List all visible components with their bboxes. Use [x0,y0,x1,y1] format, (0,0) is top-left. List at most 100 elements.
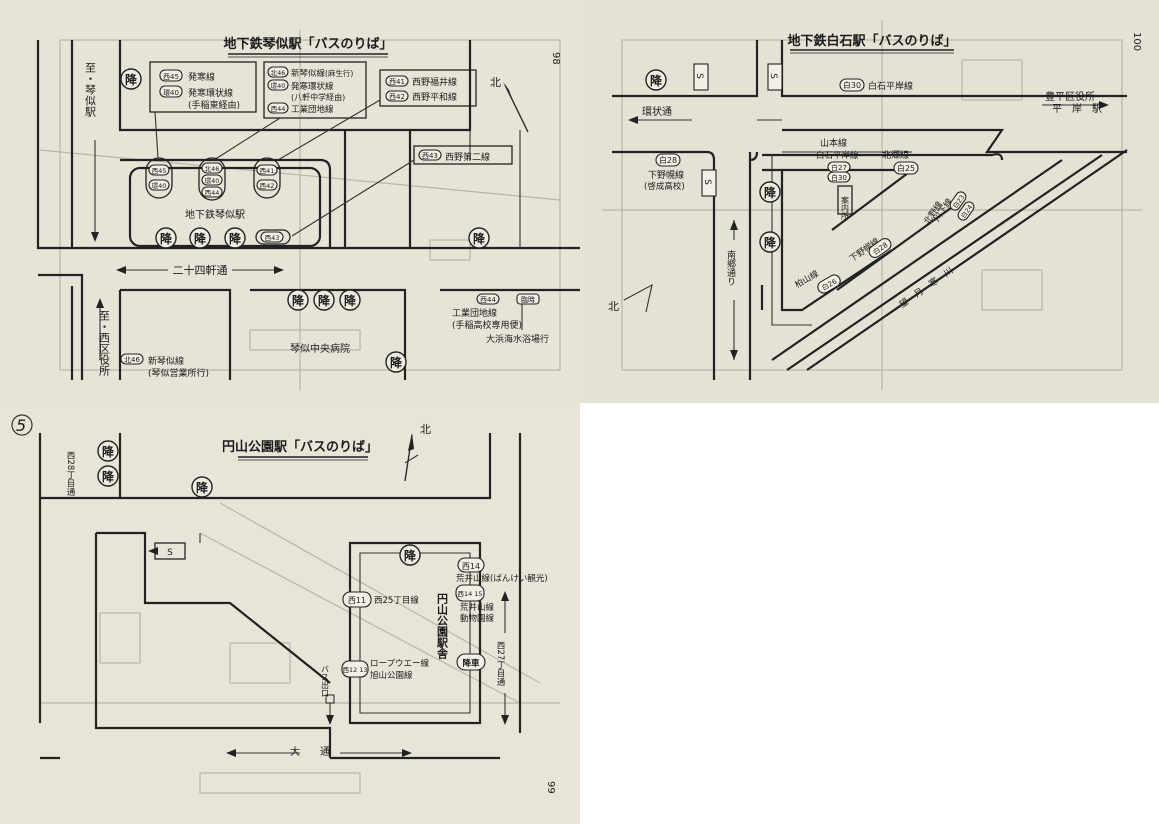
direction-arrows [91,140,284,360]
route-yamamoto: 山本線 [820,137,847,149]
entrance-label: S [702,179,712,185]
route-labels: 西14 荒井山線(ばんけい観光) 西14 15 荒井山線 動物園線 西11 西2… [341,557,548,681]
svg-text:西44: 西44 [480,296,496,304]
nango-street-label: 南郷通り [725,249,736,286]
to-kotoni-station-label: 至・琴似駅 [84,62,97,118]
nishi27-street-label: 西27丁目通 [495,641,505,687]
route-araiyama-bankei: 荒井山線(ばんけい観光) [456,573,548,584]
dropoff-marker: 降 [318,293,331,308]
station-label: 地下鉄琴似駅 [185,208,245,221]
kogyodanchi-special-service: 西44 臨時 工業団地線 (手稲高校専用便) 大浜海水浴場行 [452,293,549,345]
route-box-4: 西43 西野第二線 [413,145,513,165]
info-desk: 案内所 [841,195,850,221]
svg-text:西12 13: 西12 13 [342,666,367,674]
dropoff-marker: 降 [125,72,138,87]
station-building-label: 円山公園駅舎 [436,593,450,660]
route-hassamu: 発寒線 [188,71,215,83]
dropoff-marker: 降 [344,293,357,308]
route-kashiwayama: 柏山線 [793,268,821,291]
svg-text:(手稲東経由): (手稲東経由) [188,99,240,111]
entrance-markers: S S S [693,63,783,197]
hiragishi-station-label: 平 岸 駅 [1052,103,1102,115]
route-nishino-daini: 西野第二線 [445,151,490,163]
hospital-label: 琴似中央病院 [290,342,350,355]
svg-text:白27: 白27 [831,163,847,172]
svg-text:環40: 環40 [163,89,179,97]
route-nishino-heiwa: 西野平和線 [412,91,457,103]
kanjo-street-label: 環状通 [642,105,672,118]
page-title: 地下鉄白石駅「バスのりば」 [787,33,956,49]
nijuyonken-street-label: 二十四軒通 [173,263,228,277]
svg-text:西11: 西11 [348,596,366,605]
page-number: 100 [1131,32,1142,51]
bleed-through [39,30,561,390]
maruyama-koen-station-map-page: 5 円山公園駅「バスのりば」 99 S 北 [0,403,580,824]
dropoff-markers: 降 降 降 降 降 降 降 降 降 [120,68,490,373]
dropoff-marker: 降 [196,480,209,495]
svg-text:西45: 西45 [163,73,179,81]
dropoff-marker: 降 [160,231,173,246]
svg-text:白30: 白30 [831,173,847,182]
bus-stop-group-3: 西41 西42 [253,157,281,199]
route-kitago: 北郷線 [882,149,909,161]
dropoff-marker: 降 [650,73,663,88]
svg-text:(八軒中学経由): (八軒中学経由) [291,92,345,102]
svg-text:白石平岸線: 白石平岸線 [816,150,859,161]
dropoff-marker: 降 [102,469,115,484]
stop-badge: 西42 [260,182,275,190]
stop-badge: 西41 [260,167,275,175]
svg-text:西14 15: 西14 15 [457,590,482,598]
svg-text:北46: 北46 [124,356,140,364]
svg-text:(啓成高校): (啓成高校) [644,181,685,192]
page-number: 98 [550,52,561,65]
route-zoo: 動物園線 [460,613,495,624]
svg-text:白25: 白25 [897,163,915,173]
page-title: 円山公園駅「バスのりば」 [222,439,378,455]
dropoff-marker: 降 [292,293,305,308]
shiroishi-map: 地下鉄白石駅「バスのりば」 100 S S S [602,20,1142,390]
pointer-lines [154,99,415,237]
entrance-label: S [694,73,704,79]
bleed-through [602,20,1142,390]
route-nishi25: 西25丁目線 [374,595,419,606]
to-nishi-ward-office-label: 至・西区役所 [98,310,111,377]
north-arrow: 北 [490,76,529,133]
entrance-label: S [167,548,173,558]
page-title: 地下鉄琴似駅「バスのりば」 [223,36,392,52]
route-shimonoppo: 下野幌線 [648,169,684,181]
svg-text:白28: 白28 [659,155,677,165]
dropoff-markers: 降 降 降 [645,69,781,253]
dropoff-marker: 降 [102,444,115,459]
maruyama-map: 5 円山公園駅「バスのりば」 99 S 北 [11,414,560,794]
stop-badge: 環40 [152,182,167,190]
svg-text:環40: 環40 [271,82,286,90]
stop-badge: 環40 [205,177,220,185]
svg-text:臨時: 臨時 [521,295,535,304]
svg-text:西42: 西42 [389,93,405,101]
entrance-marker: S [148,542,186,560]
nishi28-street-label: 西28丁目通 [65,451,75,497]
bleed-through [40,502,560,794]
svg-text:西44: 西44 [271,105,286,113]
north-label: 北 [420,423,431,436]
dropoff-marker: 降 [404,548,417,563]
road-network [38,433,522,760]
route-araiyama: 荒井山線 [460,602,495,613]
dropoff-marker: 降 [390,355,403,370]
bus-stop-group-1: 西45 環40 [145,157,173,199]
shiroishi-station-map-page: 地下鉄白石駅「バスのりば」 100 S S S [582,0,1159,403]
kotoni-map: 地下鉄琴似駅「バスのりば」 98 至・琴似駅 至・西区役所 二十四軒通 地下鉄琴 [36,30,580,390]
route-hassamu-kanjo: 発寒環状線 [188,87,233,99]
road-network [612,40,1128,380]
toyohira-ward-label: 豊平区役所 [1045,90,1095,103]
kotoni-station-map-page: 地下鉄琴似駅「バスのりば」 98 至・琴似駅 至・西区役所 二十四軒通 地下鉄琴 [0,0,582,403]
bus-stop-group-2: 北46 環40 西44 [198,157,226,201]
bogetsukan-river: 望 月 寒 川 [897,264,956,310]
shinkotoni-line-note: 北46 新琴似線 (琴似営業所行) [120,353,209,379]
route-shiroishi-hiragishi: 白石平岸線 [868,80,913,92]
route-kogyodanchi: 工業団地線 [291,104,334,115]
svg-text:西41: 西41 [389,78,405,86]
direction-arrows [628,101,1109,360]
dropoff-markers: 降 降 降 降 降車 [97,440,486,671]
circled-page-number: 5 [16,416,26,435]
